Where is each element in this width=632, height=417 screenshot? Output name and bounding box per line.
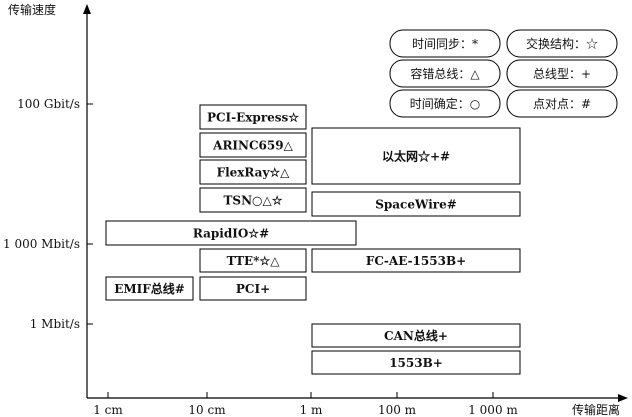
box-rect-1 xyxy=(199,132,307,158)
box-label-8: FC-AE-1553B+ xyxy=(366,254,466,268)
legend-item-3: 总线型：+ xyxy=(506,59,618,88)
box-label-6: RapidIO☆# xyxy=(193,227,269,241)
box-rect-11 xyxy=(311,323,521,348)
box-label-3: TSN○△☆ xyxy=(223,194,282,208)
box-1553b-12: 1553B+ xyxy=(311,350,521,375)
x-tick-label-1: 10 cm xyxy=(188,403,226,417)
box-rect-2 xyxy=(199,159,307,185)
legend-label-5: 点对点：# xyxy=(533,97,591,111)
box-spacewire-5: SpaceWire# xyxy=(311,191,521,217)
legend-pill-5 xyxy=(506,89,618,118)
box-rect-0 xyxy=(199,104,307,130)
legend-item-5: 点对点：# xyxy=(506,89,618,118)
protocol-boxes: PCI-Express☆ ARINC659△ FlexRay☆△ TSN○△☆ 以太网☆… xyxy=(105,104,521,375)
box-label-12: 1553B+ xyxy=(389,356,443,370)
legend-item-0: 时间同步：* xyxy=(389,29,501,58)
legend-label-2: 容错总线：△ xyxy=(410,66,480,81)
x-axis-title: 传输距离 xyxy=(572,402,620,417)
box-rect-9 xyxy=(105,276,194,301)
x-ticks: 1 cm 10 cm 1 m 100 m 1 000 m xyxy=(93,392,518,417)
x-tick-label-0: 1 cm xyxy=(93,403,123,417)
legend-item-4: 时间确定：○ xyxy=(389,89,501,118)
box-label-10: PCI+ xyxy=(236,282,270,296)
box-rect-8 xyxy=(311,248,521,273)
box-rect-6 xyxy=(105,220,357,246)
box-label-7: TTE*☆△ xyxy=(227,254,281,268)
y-axis-arrow xyxy=(83,4,91,14)
x-axis: 传输距离 xyxy=(87,394,628,417)
y-tick-label-2: 1 Mbit/s xyxy=(30,317,80,331)
box-label-2: FlexRay☆△ xyxy=(217,166,291,180)
y-tick-label-1: 1 000 Mbit/s xyxy=(3,237,80,251)
box-flexray-2: FlexRay☆△ xyxy=(199,159,307,185)
box-rect-4 xyxy=(311,127,521,185)
legend-label-0: 时间同步：* xyxy=(412,37,478,51)
box-label-11: CAN总线+ xyxy=(384,328,448,343)
legend-pill-0 xyxy=(389,29,501,58)
legend-item-1: 交换结构：☆ xyxy=(506,29,618,58)
legend-pill-1 xyxy=(506,29,618,58)
box-label-4: 以太网☆+# xyxy=(382,149,450,164)
box-rect-12 xyxy=(311,350,521,375)
legend-item-2: 容错总线：△ xyxy=(389,59,501,88)
y-axis: 传输速度 xyxy=(8,2,91,398)
box-item-4: 以太网☆+# xyxy=(311,127,521,185)
box-fc-ae-1553b-8: FC-AE-1553B+ xyxy=(311,248,521,273)
y-ticks: 100 Gbit/s 1 000 Mbit/s 1 Mbit/s xyxy=(3,97,93,331)
legend-pill-4 xyxy=(389,89,501,118)
legend-label-3: 总线型：+ xyxy=(533,67,591,81)
box-rect-7 xyxy=(199,248,307,273)
box-label-1: ARINC659△ xyxy=(212,139,293,153)
box-pci-10: PCI+ xyxy=(199,276,307,301)
x-axis-arrow xyxy=(618,394,628,402)
box-label-5: SpaceWire# xyxy=(375,198,457,212)
box-rect-5 xyxy=(311,191,521,217)
x-tick-label-3: 100 m xyxy=(378,403,417,417)
legend-label-1: 交换结构：☆ xyxy=(526,36,598,51)
y-tick-label-0: 100 Gbit/s xyxy=(17,97,80,111)
box-emif-9: EMIF总线# xyxy=(105,276,194,301)
box-tte-7: TTE*☆△ xyxy=(199,248,307,273)
box-rapidio-6: RapidIO☆# xyxy=(105,220,357,246)
x-tick-label-2: 1 m xyxy=(300,403,323,417)
legend-label-4: 时间确定：○ xyxy=(410,96,480,111)
legend-pill-3 xyxy=(506,59,618,88)
box-label-0: PCI-Express☆ xyxy=(207,111,299,125)
legend: 时间同步：* 交换结构：☆ 容错总线：△ 总线型：+ 时间确定：○ 点对点：# xyxy=(389,29,618,118)
y-axis-title: 传输速度 xyxy=(8,2,56,17)
box-rect-10 xyxy=(199,276,307,301)
box-arinc659-1: ARINC659△ xyxy=(199,132,307,158)
box-label-9: EMIF总线# xyxy=(114,281,185,296)
box-rect-3 xyxy=(199,187,307,213)
legend-pill-2 xyxy=(389,59,501,88)
box-can-11: CAN总线+ xyxy=(311,323,521,348)
x-tick-label-4: 1 000 m xyxy=(468,403,518,417)
box-pci-express-0: PCI-Express☆ xyxy=(199,104,307,130)
box-tsn-3: TSN○△☆ xyxy=(199,187,307,213)
